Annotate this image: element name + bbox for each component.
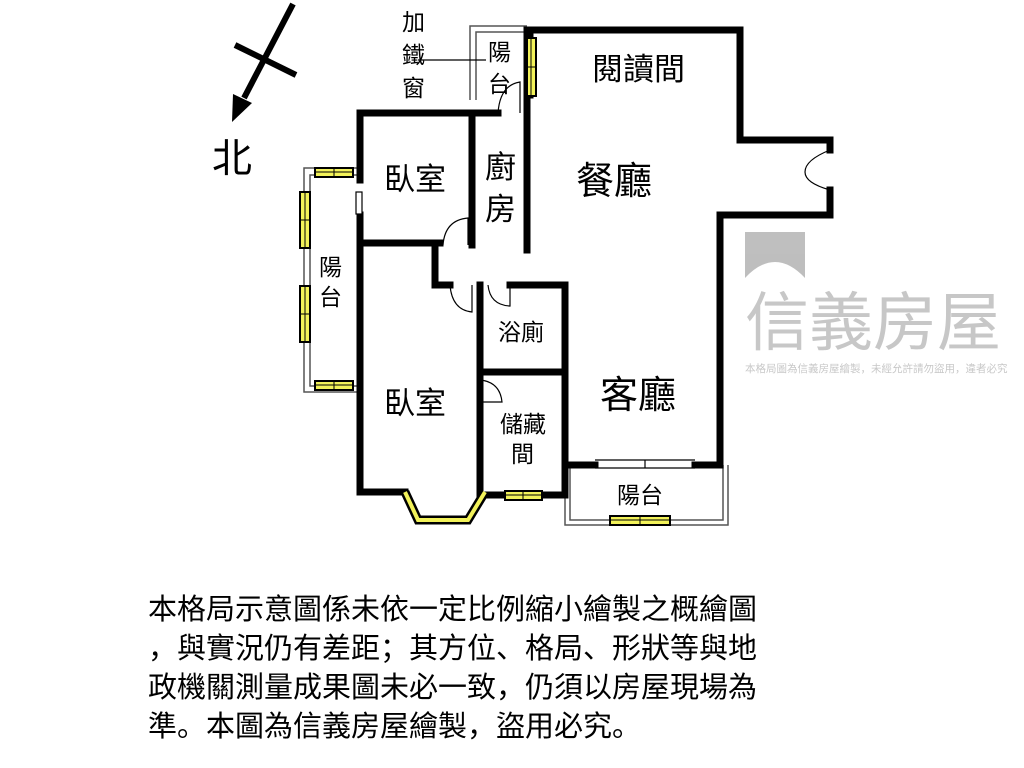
label-kitchen-1: 廚 [485, 150, 516, 186]
label-kitchen-2: 房 [485, 192, 516, 228]
label-balcony-bottom: 陽台 [617, 483, 663, 509]
window-mullions [300, 38, 670, 525]
compass-arrow-head [232, 94, 252, 122]
watermark-brand: 信義房屋 [745, 287, 1001, 361]
label-dining-room: 餐廳 [576, 159, 652, 203]
door-entrance [804, 149, 831, 191]
label-iron-window-2: 鐵 [402, 43, 425, 69]
north-label: 北 [212, 136, 252, 182]
bay-window [400, 489, 489, 525]
label-balcony-left-1: 陽 [319, 255, 342, 281]
label-reading-room: 閱讀間 [592, 52, 685, 88]
label-balcony-top-1: 陽 [488, 40, 511, 66]
watermark-logo-roof [745, 262, 805, 278]
label-living-room: 客廳 [600, 373, 676, 417]
disclaimer-line: 政機關測量成果圖未必一致，仍須以房屋現場為 [148, 670, 758, 704]
door-hall [449, 284, 473, 313]
label-bathroom: 浴廁 [498, 320, 544, 346]
compass-cross-line [233, 42, 298, 78]
compass-arrow-line [241, 2, 296, 100]
doors [355, 81, 831, 469]
label-balcony-left-2: 台 [319, 285, 342, 311]
door-storage [479, 379, 503, 403]
door-bathroom [487, 284, 511, 307]
label-balcony-top-2: 台 [488, 72, 511, 98]
door-top-balcony [497, 81, 521, 114]
door-bedroom-1 [442, 217, 469, 246]
label-storage-2: 間 [511, 442, 534, 468]
label-iron-window-1: 加 [402, 10, 425, 36]
label-storage-1: 儲藏 [500, 412, 546, 438]
compass: 北 [212, 2, 298, 182]
disclaimer-line: 本格局示意圖係未依一定比例縮小繪製之概繪圖 [148, 592, 758, 626]
label-bedroom-1: 臥室 [384, 162, 446, 198]
disclaimer: 本格局示意圖係未依一定比例縮小繪製之概繪圖 ，與實況仍有差距；其方位、格局、形狀… [148, 590, 888, 746]
label-bedroom-2: 臥室 [384, 386, 446, 422]
watermark-notice: 本格局圖為信義房屋繪製，未經允許請勿盜用，違者必究 [745, 362, 1008, 375]
walls [356, 26, 834, 499]
disclaimer-line: ，與實況仍有差距；其方位、格局、形狀等與地 [148, 631, 758, 665]
disclaimer-line: 準。本圖為信義房屋繪製，盜用必究。 [148, 709, 642, 743]
window-bedroom-side [355, 191, 363, 215]
watermark: 信義房屋 本格局圖為信義房屋繪製，未經允許請勿盜用，違者必究 [745, 232, 1008, 375]
label-iron-window-3: 窗 [402, 76, 425, 102]
